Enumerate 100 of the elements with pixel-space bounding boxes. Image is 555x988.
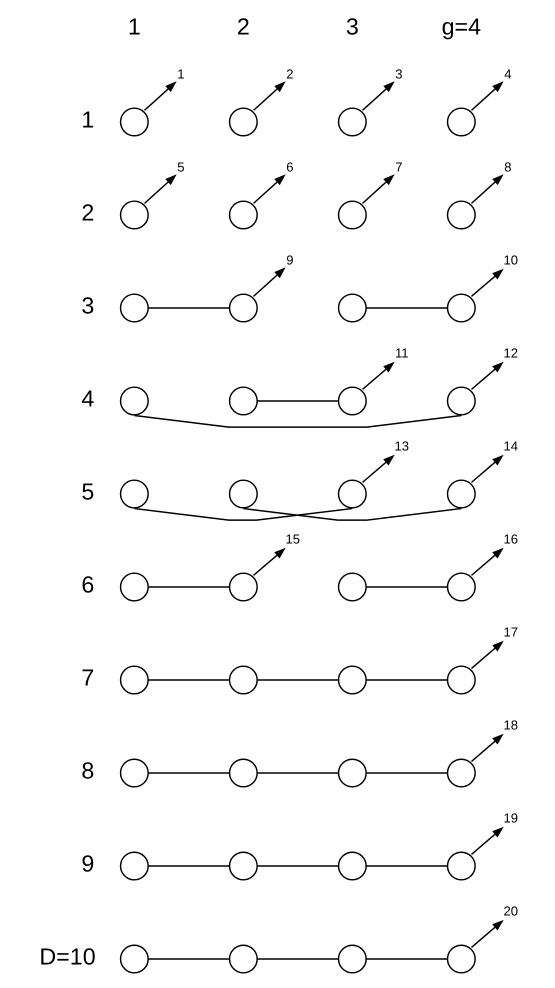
connector <box>148 772 230 774</box>
node-circle <box>120 200 149 230</box>
connector <box>257 400 338 402</box>
arrow <box>471 548 504 576</box>
arrow <box>362 81 395 111</box>
label: D=10 <box>39 944 96 970</box>
label: 5 <box>81 478 94 505</box>
node-circle <box>228 572 258 602</box>
connector <box>366 586 448 588</box>
node-circle <box>228 944 258 974</box>
node-circle <box>338 479 367 509</box>
node-circle <box>338 293 367 323</box>
node-text: 17 <box>503 624 518 640</box>
label: 2 <box>81 200 94 226</box>
node-text: 15 <box>285 532 300 547</box>
node-circle <box>338 665 367 695</box>
label: g=4 <box>442 13 482 40</box>
node-text: 7 <box>395 160 402 175</box>
connector <box>134 414 462 428</box>
node-circle <box>228 200 258 230</box>
node-circle <box>446 107 476 136</box>
arrow <box>253 81 286 111</box>
arrow <box>253 174 286 204</box>
node-circle <box>446 200 476 230</box>
node-circle <box>228 386 258 416</box>
connector <box>366 772 448 774</box>
label: 7 <box>81 664 94 691</box>
node-text: 13 <box>394 438 410 454</box>
arrow <box>471 268 504 297</box>
connector <box>148 958 230 960</box>
node-circle <box>338 758 367 788</box>
connector <box>134 508 352 521</box>
arrow <box>471 640 504 669</box>
arrow <box>362 362 395 390</box>
node-circle <box>446 665 476 695</box>
connector <box>257 679 338 681</box>
node-circle <box>228 479 258 509</box>
node-circle <box>120 665 149 695</box>
arrow <box>144 81 177 111</box>
arrow <box>471 174 504 204</box>
node-text: 5 <box>177 160 184 175</box>
node-circle <box>120 758 149 788</box>
node-text: 9 <box>286 252 294 268</box>
connector <box>243 508 462 521</box>
connector <box>257 772 338 774</box>
node-circle <box>120 852 149 881</box>
arrow <box>362 174 395 204</box>
arrow <box>471 826 504 855</box>
label: 2 <box>236 13 250 40</box>
node-circle <box>120 944 149 974</box>
node-circle <box>228 852 258 881</box>
node-circle <box>446 479 476 509</box>
arrow <box>253 548 286 576</box>
arrow <box>253 267 286 297</box>
node-circle <box>446 944 476 974</box>
node-text: 16 <box>503 532 518 547</box>
arrow <box>471 920 504 948</box>
label: 6 <box>81 572 94 598</box>
connector <box>257 865 338 867</box>
node-circle <box>228 665 258 695</box>
node-circle <box>446 386 476 416</box>
connector <box>148 586 230 588</box>
node-text: 11 <box>394 346 409 361</box>
node-text: 10 <box>503 252 518 268</box>
label: 4 <box>81 386 94 412</box>
label: 3 <box>346 13 359 40</box>
arrow <box>471 454 504 483</box>
node-text: 6 <box>286 160 294 175</box>
node-circle <box>120 107 149 136</box>
node-circle <box>446 852 476 881</box>
connector <box>257 958 338 960</box>
node-text: 14 <box>503 438 518 454</box>
arrow <box>144 174 177 204</box>
connector <box>366 307 448 309</box>
arrow <box>471 362 504 390</box>
connector <box>366 958 448 960</box>
node-circle <box>338 852 367 881</box>
connector <box>366 679 448 681</box>
node-text: 18 <box>503 718 518 733</box>
node-circle <box>338 944 367 974</box>
node-text: 1 <box>177 66 184 82</box>
arrow <box>471 81 504 111</box>
node-circle <box>446 293 476 323</box>
label: 8 <box>81 758 94 784</box>
node-text: 20 <box>503 904 518 919</box>
node-circle <box>338 572 367 602</box>
node-circle <box>228 758 258 788</box>
node-circle <box>338 107 367 136</box>
label: 9 <box>81 850 94 877</box>
label: 1 <box>128 13 141 40</box>
arrow <box>362 454 395 483</box>
label: 3 <box>81 292 94 319</box>
connector <box>366 865 448 867</box>
node-circle <box>120 386 149 416</box>
node-circle <box>446 758 476 788</box>
node-text: 19 <box>503 810 518 826</box>
node-circle <box>446 572 476 602</box>
node-circle <box>228 107 258 136</box>
node-text: 8 <box>504 160 512 175</box>
node-circle <box>228 293 258 323</box>
